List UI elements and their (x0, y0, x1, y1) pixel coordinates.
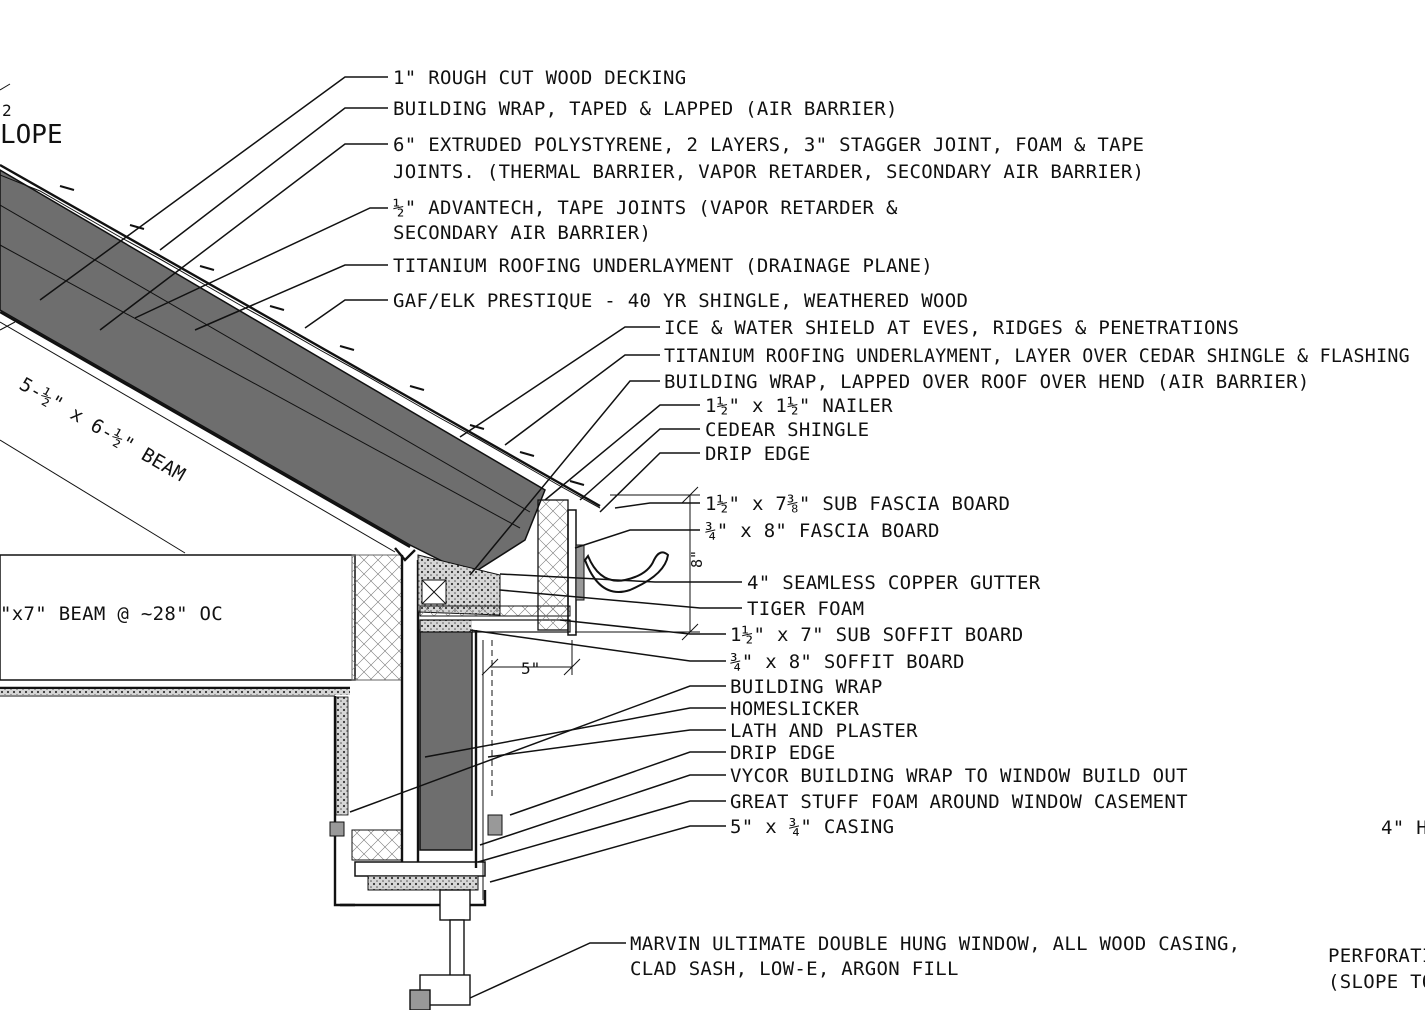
note-window-1: MARVIN ULTIMATE DOUBLE HUNG WINDOW, ALL … (630, 933, 1240, 955)
leader-9 (469, 380, 660, 576)
callout-notes: 1" ROUGH CUT WOOD DECKING BUILDING WRAP,… (393, 67, 1410, 980)
exterior-drip-edge (487, 814, 503, 836)
leader-11 (579, 428, 700, 501)
shingle-courses (0, 174, 601, 509)
note-advantech-2: SECONDARY AIR BARRIER) (393, 222, 651, 244)
leader-8 (504, 354, 660, 446)
note-drip-edge-wall: DRIP EDGE (730, 742, 836, 764)
window-head-frame (354, 861, 486, 877)
sub-soffit-board (419, 619, 571, 633)
note-casing: 5" x ¾" CASING (730, 816, 894, 838)
leader-13 (614, 502, 700, 509)
note-underlayment: TITANIUM ROOFING UNDERLAYMENT (DRAINAGE … (393, 255, 933, 277)
edge-label-right-bottom-2: (SLOPE TO (1328, 971, 1425, 993)
note-vycor: VYCOR BUILDING WRAP TO WINDOW BUILD OUT (730, 765, 1188, 787)
dimensions: 8" 5" (481, 486, 706, 678)
leader-10 (544, 404, 700, 501)
rafter-beam-cut (0, 321, 16, 331)
overhang-value: 5" (521, 659, 540, 678)
note-ice-water-shield: ICE & WATER SHIELD AT EVES, RIDGES & PEN… (664, 317, 1239, 339)
soffit-board (419, 605, 571, 617)
note-window-2: CLAD SASH, LOW-E, ARGON FILL (630, 958, 959, 980)
note-gutter: 4" SEAMLESS COPPER GUTTER (747, 572, 1041, 594)
shingle-surface-line (0, 163, 601, 508)
nailer-x-2 (421, 579, 447, 605)
insulation-joint-line (0, 204, 531, 513)
wall-insulation (419, 629, 473, 851)
leader-15 (499, 573, 742, 583)
leader-2 (159, 107, 388, 251)
leader-4 (134, 207, 388, 319)
note-soffit: ¾" x 8" SOFFIT BOARD (730, 651, 965, 673)
note-cedar-shingle: CEDEAR SHINGLE (705, 419, 869, 441)
rafter-beam-bottom (0, 439, 186, 554)
leader-12 (599, 452, 700, 513)
note-sub-soffit: 1½" x 7" SUB SOFFIT BOARD (730, 624, 1023, 646)
note-building-wrap: BUILDING WRAP, TAPED & LAPPED (AIR BARRI… (393, 98, 898, 120)
note-building-wrap-wall: BUILDING WRAP (730, 676, 883, 698)
top-plate-block (351, 554, 403, 681)
window-head-foam (367, 875, 479, 891)
leader-25 (489, 825, 726, 883)
sub-fascia-board (537, 499, 569, 631)
interior-drip-edge (329, 821, 345, 837)
leader-18 (469, 629, 726, 662)
leader-14 (574, 529, 700, 549)
slope-label: LOPE (0, 120, 63, 150)
roof-deck-underside (0, 321, 396, 553)
ceiling-beam-label: "x7" BEAM @ ~28" OC (0, 603, 223, 625)
wall-assembly: "x7" BEAM @ ~28" OC (0, 499, 670, 1010)
window-head-bottom (340, 890, 487, 907)
note-advantech-1: ½" ADVANTECH, TAPE JOINTS (VAPOR RETARDE… (393, 197, 898, 219)
wall-foam-top (420, 620, 472, 632)
note-fascia: ¾" x 8" FASCIA BOARD (705, 520, 940, 542)
window-jamb (409, 889, 471, 1010)
note-underlayment-layer: TITANIUM ROOFING UNDERLAYMENT, LAYER OVE… (664, 345, 1410, 367)
interior-plaster (335, 696, 349, 816)
note-polystyrene-2: JOINTS. (THERMAL BARRIER, VAPOR RETARDER… (393, 161, 1144, 183)
header-block (351, 829, 403, 861)
leader-16 (499, 589, 742, 609)
leader-17 (559, 619, 726, 635)
eave-return-line (394, 547, 416, 562)
note-drip-edge-roof: DRIP EDGE (705, 443, 811, 465)
leader-1 (39, 76, 388, 301)
ceiling-plaster-hatch (0, 689, 350, 695)
roof-deck-line (0, 310, 411, 549)
leader-23 (479, 774, 726, 846)
leader-26 (469, 942, 626, 999)
shingle-tabs (59, 185, 585, 486)
note-building-wrap-lapped: BUILDING WRAP, LAPPED OVER ROOF OVER HEN… (664, 371, 1310, 393)
note-nailer: 1½" x 1½" NAILER (705, 395, 893, 417)
leader-19 (349, 685, 726, 813)
leader-lines (39, 76, 742, 999)
slope-fraction-digit: 2 (2, 101, 12, 120)
fascia-height-value: 8" (688, 550, 706, 568)
leader-24 (477, 800, 726, 863)
note-decking: 1" ROUGH CUT WOOD DECKING (393, 67, 686, 89)
gutter-bracket (575, 544, 585, 601)
note-polystyrene-1: 6" EXTRUDED POLYSTYRENE, 2 LAYERS, 3" ST… (393, 134, 1144, 156)
copper-gutter (583, 551, 670, 593)
note-lath-plaster: LATH AND PLASTER (730, 720, 918, 742)
note-great-stuff: GREAT STUFF FOAM AROUND WINDOW CASEMENT (730, 791, 1188, 813)
edge-label-right-bottom-1: PERFORATI (1328, 945, 1425, 967)
leader-21 (487, 729, 726, 758)
overhang-tick-left (481, 658, 499, 676)
note-sub-fascia: 1½" x 7⅜" SUB FASCIA BOARD (705, 493, 1010, 515)
note-homeslicker: HOMESLICKER (730, 698, 859, 720)
leader-20 (424, 707, 726, 758)
slope-fraction-bar (0, 83, 11, 91)
note-tiger-foam: TIGER FOAM (747, 598, 864, 620)
leader-7 (459, 326, 660, 438)
edge-label-right-mid: 4" H (1381, 817, 1425, 839)
insulation-joint-line-2 (0, 244, 521, 529)
leader-3 (99, 143, 388, 331)
leader-5 (194, 264, 388, 331)
note-shingle: GAF/ELK PRESTIQUE - 40 YR SHINGLE, WEATH… (393, 290, 968, 312)
leader-6 (304, 299, 388, 329)
leader-22 (509, 751, 726, 816)
